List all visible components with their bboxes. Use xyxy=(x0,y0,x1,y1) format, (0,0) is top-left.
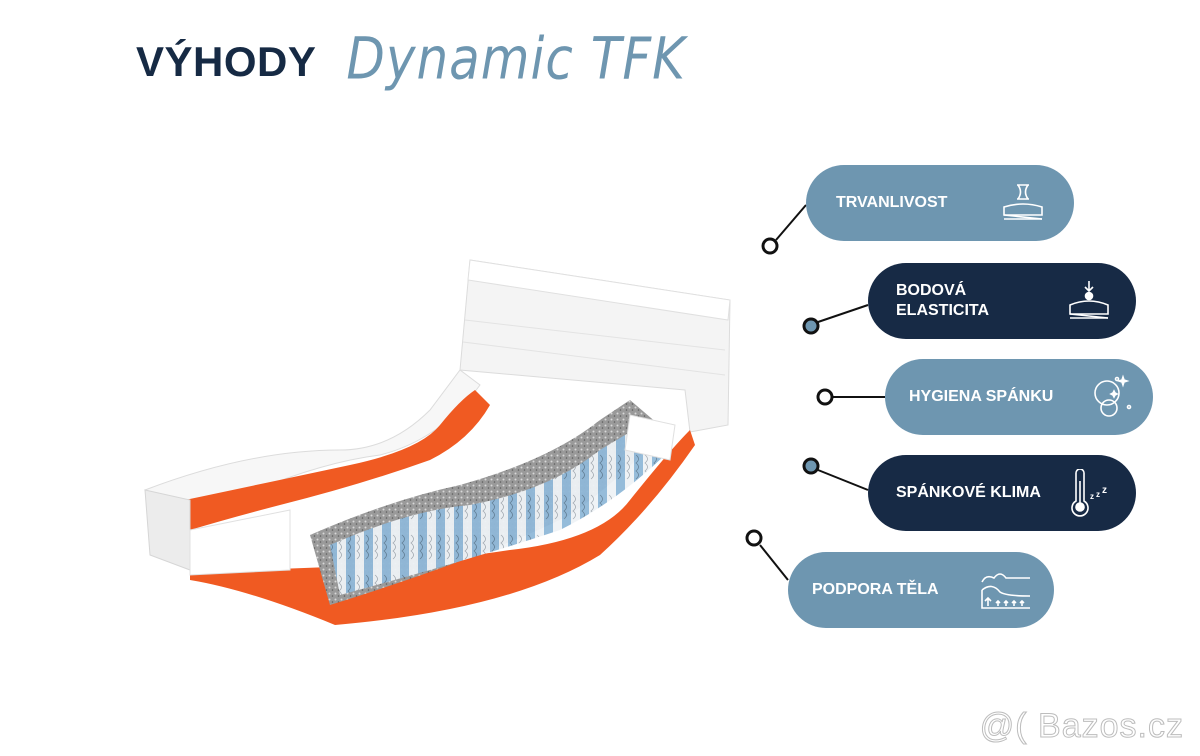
point-pressure-mattress-icon xyxy=(1069,281,1109,319)
feature-label: SPÁNKOVÉ KLIMA xyxy=(896,484,1041,501)
feature-body-support: PODPORA TĚLA xyxy=(788,552,1054,628)
feature-label: HYGIENA SPÁNKU xyxy=(909,388,1054,405)
mattress-cutaway-image xyxy=(143,259,731,625)
connector-dot xyxy=(802,457,820,475)
svg-text:z: z xyxy=(1090,492,1094,501)
feature-durability: TRVANLIVOST xyxy=(806,165,1074,241)
svg-text:z: z xyxy=(1102,485,1107,496)
thermometer-zzz-icon: z z z xyxy=(1071,469,1107,517)
svg-text:z: z xyxy=(1096,490,1100,499)
heading-benefits: VÝHODY xyxy=(136,38,317,85)
hourglass-mattress-icon xyxy=(1003,184,1043,220)
feature-sleep-climate: SPÁNKOVÉ KLIMA z z z xyxy=(868,455,1136,531)
bazos-watermark: @( Bazos.cz xyxy=(979,707,1184,746)
feature-sleep-hygiene: HYGIENA SPÁNKU xyxy=(885,359,1153,435)
body-support-icon xyxy=(981,573,1031,609)
feature-label: PODPORA TĚLA xyxy=(812,581,939,598)
feature-label: BODOVÁ ELASTICITA xyxy=(896,282,990,319)
heading-product-name: Dynamic TFK xyxy=(346,25,686,93)
page-heading: VÝHODY Dynamic TFK xyxy=(136,26,686,93)
connector-dot xyxy=(816,388,834,406)
connector-dot xyxy=(761,237,779,255)
bubbles-sparkle-icon xyxy=(1094,374,1132,417)
feature-point-elasticity: BODOVÁ ELASTICITA xyxy=(868,263,1136,339)
connector-dot xyxy=(802,317,820,335)
feature-label: TRVANLIVOST xyxy=(836,194,948,211)
